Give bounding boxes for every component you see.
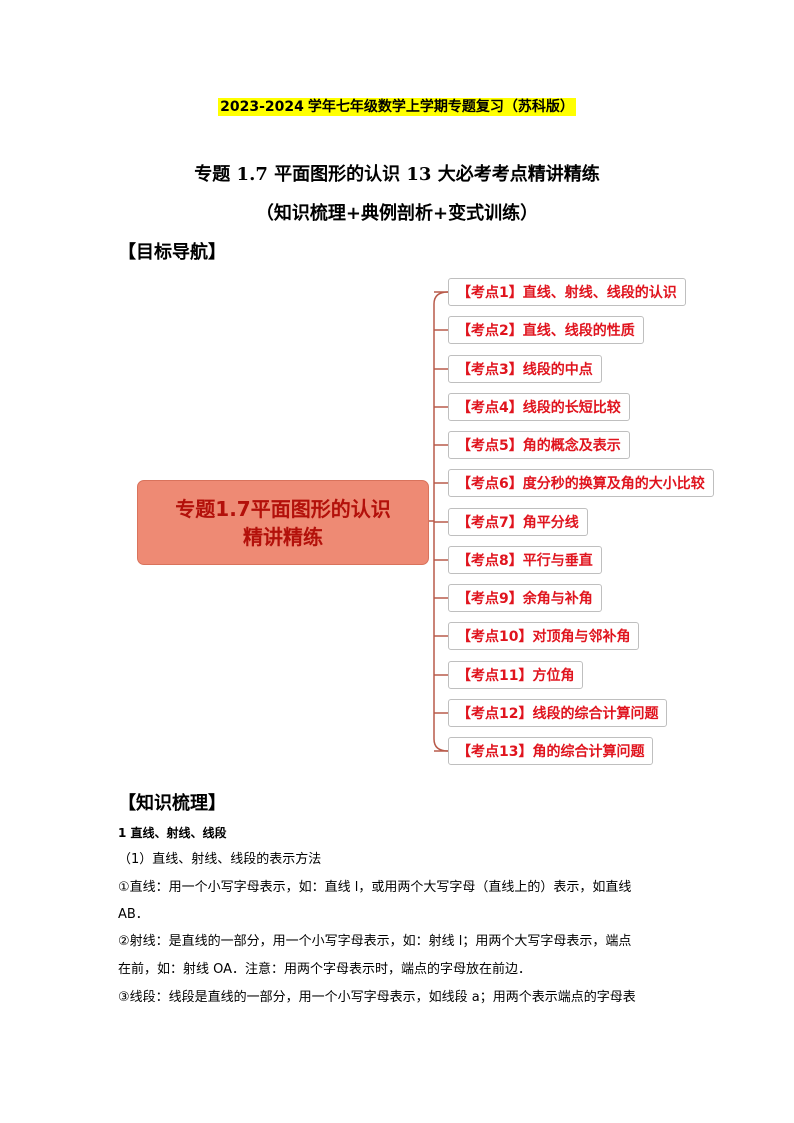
mindmap-topic-7: 【考点7】角平分线 — [448, 508, 588, 536]
mindmap-topic-2: 【考点2】直线、线段的性质 — [448, 316, 644, 344]
paragraph-line-3: ②射线：是直线的一部分，用一个小写字母表示，如：射线 l；用两个大写字母表示，端… — [118, 934, 632, 949]
subsection-1-title: （1）直线、射线、线段的表示方法 — [118, 852, 322, 867]
paragraph-line-1: ①直线：用一个小写字母表示，如：直线 l，或用两个大写字母（直线上的）表示，如直… — [118, 880, 632, 895]
document-subtitle: （知识梳理+典例剖析+变式训练） — [255, 203, 539, 224]
nav-heading: 【目标导航】 — [118, 242, 226, 263]
center-line-1: 专题1.7平面图形的认识 — [175, 496, 391, 521]
mindmap-topic-11: 【考点11】方位角 — [448, 661, 584, 689]
section-1-title: 1 直线、射线、线段 — [118, 826, 227, 840]
mindmap-topic-13: 【考点13】角的综合计算问题 — [448, 737, 654, 765]
mindmap-topic-1: 【考点1】直线、射线、线段的认识 — [448, 278, 686, 306]
header-title: 学年七年级数学上学期专题复习（苏科版） — [305, 98, 576, 116]
mindmap-topic-3: 【考点3】线段的中点 — [448, 355, 602, 383]
mindmap-topic-4: 【考点4】线段的长短比较 — [448, 393, 630, 421]
paragraph-line-2: AB． — [118, 907, 149, 922]
mindmap-topic-5: 【考点5】角的概念及表示 — [448, 431, 630, 459]
document-title: 专题 1.7 平面图形的认识 13 大必考考点精讲精练 — [194, 164, 600, 185]
center-line-2: 精讲精练 — [243, 524, 323, 549]
mindmap-topic-12: 【考点12】线段的综合计算问题 — [448, 699, 668, 727]
mindmap-topic-10: 【考点10】对顶角与邻补角 — [448, 622, 640, 650]
paragraph-line-5: ③线段：线段是直线的一部分，用一个小写字母表示，如线段 a；用两个表示端点的字母… — [118, 990, 636, 1005]
mindmap-topic-6: 【考点6】度分秒的换算及角的大小比较 — [448, 469, 714, 497]
header-years: 2023-2024 — [218, 98, 306, 116]
paragraph-line-4: 在前，如：射线 OA．注意：用两个字母表示时，端点的字母放在前边． — [118, 962, 532, 977]
knowledge-heading: 【知识梳理】 — [118, 793, 226, 814]
mindmap-topic-8: 【考点8】平行与垂直 — [448, 546, 602, 574]
mindmap-center-node: 专题1.7平面图形的认识 精讲精练 — [137, 480, 429, 565]
mindmap-topic-9: 【考点9】余角与补角 — [448, 584, 602, 612]
